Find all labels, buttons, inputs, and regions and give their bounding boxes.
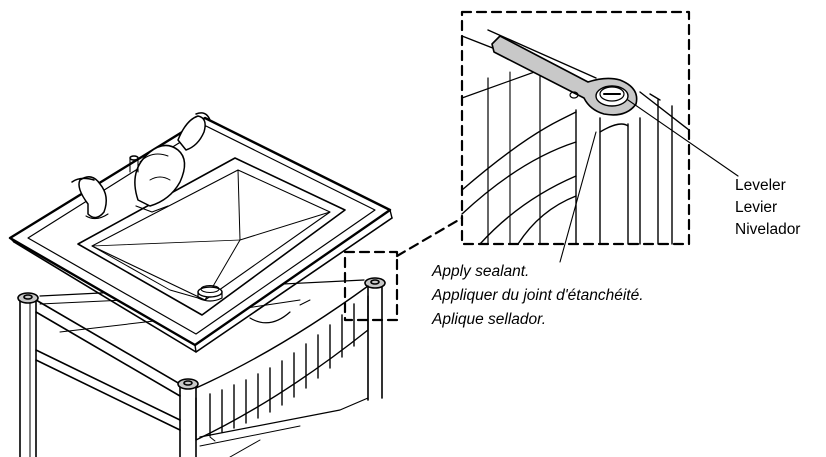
leveler-leader-line <box>627 99 739 177</box>
enlarged-detail <box>460 10 691 246</box>
leg-cap-front <box>177 378 199 390</box>
fluted-apron <box>195 285 369 441</box>
detail-callout-box <box>343 216 464 322</box>
sealant-label-fr: Appliquer du joint d'étanchéité. <box>432 287 644 304</box>
sealant-leader-line <box>559 131 597 263</box>
sink-basin <box>8 116 393 353</box>
leg-cap-right-rear <box>364 277 386 289</box>
sealant-label-en: Apply sealant. <box>432 263 530 280</box>
faucet <box>71 112 211 220</box>
sealant-label-es: Aplique sellador. <box>432 311 547 328</box>
leveler-label-fr: Levier <box>735 199 778 216</box>
leg-cap-left <box>17 292 39 304</box>
leveler-label-es: Nivelador <box>735 221 801 238</box>
leveler-label-en: Leveler <box>735 177 786 194</box>
